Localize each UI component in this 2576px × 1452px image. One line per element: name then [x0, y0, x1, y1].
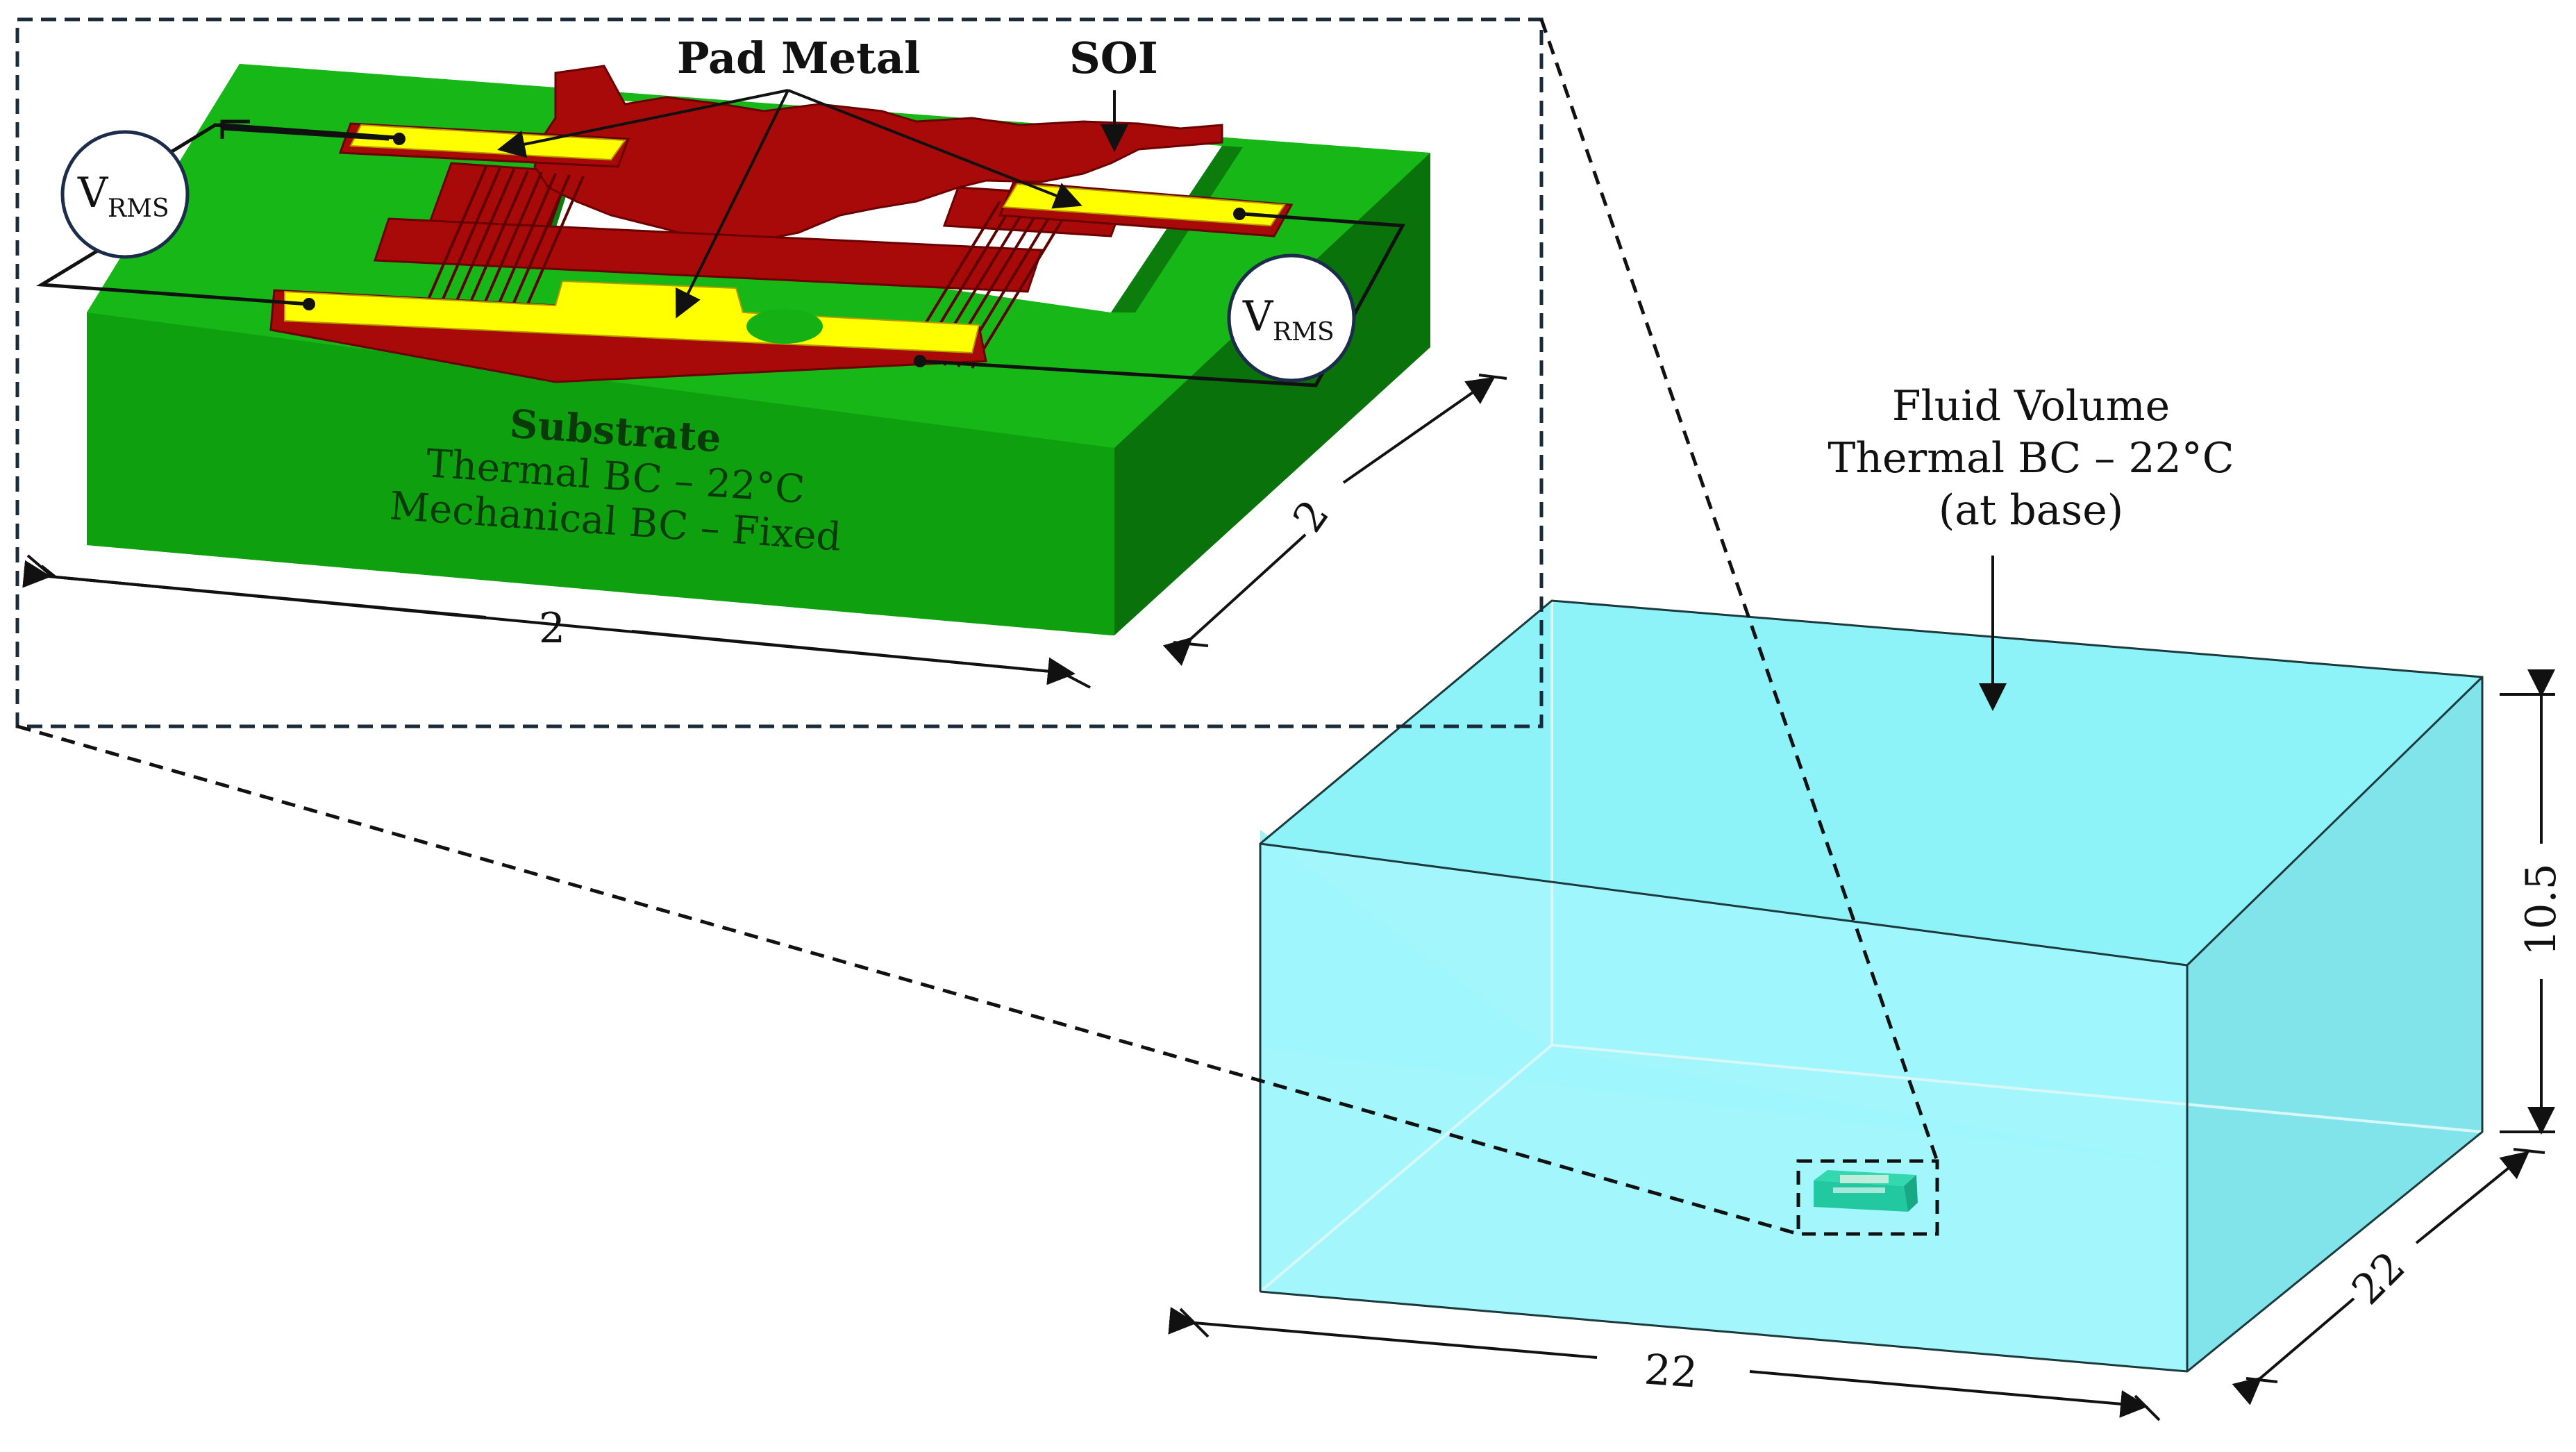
wire-terminals: [303, 133, 1246, 367]
fluid-top-face: [1260, 601, 2482, 965]
fluid-depth-tick: [2245, 1377, 2278, 1383]
chip-depth-tick: [1478, 374, 1507, 380]
vrms-right-meter: V RMS: [1227, 253, 1356, 383]
fluid-height-label: 10.5: [2517, 863, 2566, 956]
fluid-depth-tick: [2513, 1148, 2545, 1154]
pad-metal-label: Pad Metal: [677, 33, 921, 83]
svg-text:V: V: [1242, 292, 1274, 341]
fluid-width-tick: [2134, 1394, 2161, 1421]
fluid-thermal-bc: Thermal BC – 22°C: [1828, 434, 2234, 483]
fluid-width-arrow-right: [1749, 1370, 2148, 1418]
circuit-wires: [36, 119, 1406, 387]
fluid-depth-label: 22: [2343, 1242, 2414, 1314]
fluid-width-label: 22: [1643, 1345, 1699, 1397]
chip-width-label: 2: [539, 604, 565, 653]
pad-metal-pointers: [497, 89, 1082, 319]
chip-depth-arrow-lower: [1162, 533, 1307, 667]
fluid-depth-arrow-upper: [2415, 1151, 2530, 1244]
chip-depth-arrow-upper: [1342, 376, 1496, 484]
svg-text:V: V: [77, 169, 109, 217]
pad-cutout: [746, 309, 823, 344]
substrate-front-face-main: [87, 312, 1114, 635]
small-chip: [1814, 1170, 1918, 1212]
fluid-width-arrow-left: [1168, 1306, 1598, 1359]
fluid-volume-box: [1259, 599, 2484, 1373]
vrms-left-meter: V RMS: [60, 130, 190, 259]
zoom-connector-upper: [1539, 19, 1939, 1162]
fluid-front-face: [1260, 844, 2187, 1371]
inset-frame: [15, 17, 1544, 728]
fluid-width-tick: [1179, 1308, 1210, 1338]
svg-text:RMS: RMS: [108, 194, 169, 223]
fluid-base-note: (at base): [1939, 486, 2123, 535]
small-chip-highlight: [1796, 1159, 1939, 1236]
fluid-hidden-edge: [1551, 1044, 2483, 1133]
svg-text:RMS: RMS: [1273, 318, 1335, 347]
fluid-side-face: [2187, 677, 2482, 1371]
fluid-hidden-edge: [1259, 1044, 1553, 1293]
chip-width-arrow-left: [22, 560, 487, 619]
chip-depth-tick: [1173, 641, 1209, 647]
zoom-connector-lower: [17, 724, 1799, 1236]
soi-label: SOI: [1069, 33, 1158, 83]
chip-depth-label: 2: [1284, 492, 1339, 541]
fluid-title: Fluid Volume: [1892, 382, 2170, 431]
chip-width-arrow-right: [631, 630, 1076, 685]
fluid-depth-arrow-lower: [2232, 1297, 2355, 1405]
substrate-side-face: [1114, 153, 1430, 635]
pad-left-top: [349, 124, 626, 161]
